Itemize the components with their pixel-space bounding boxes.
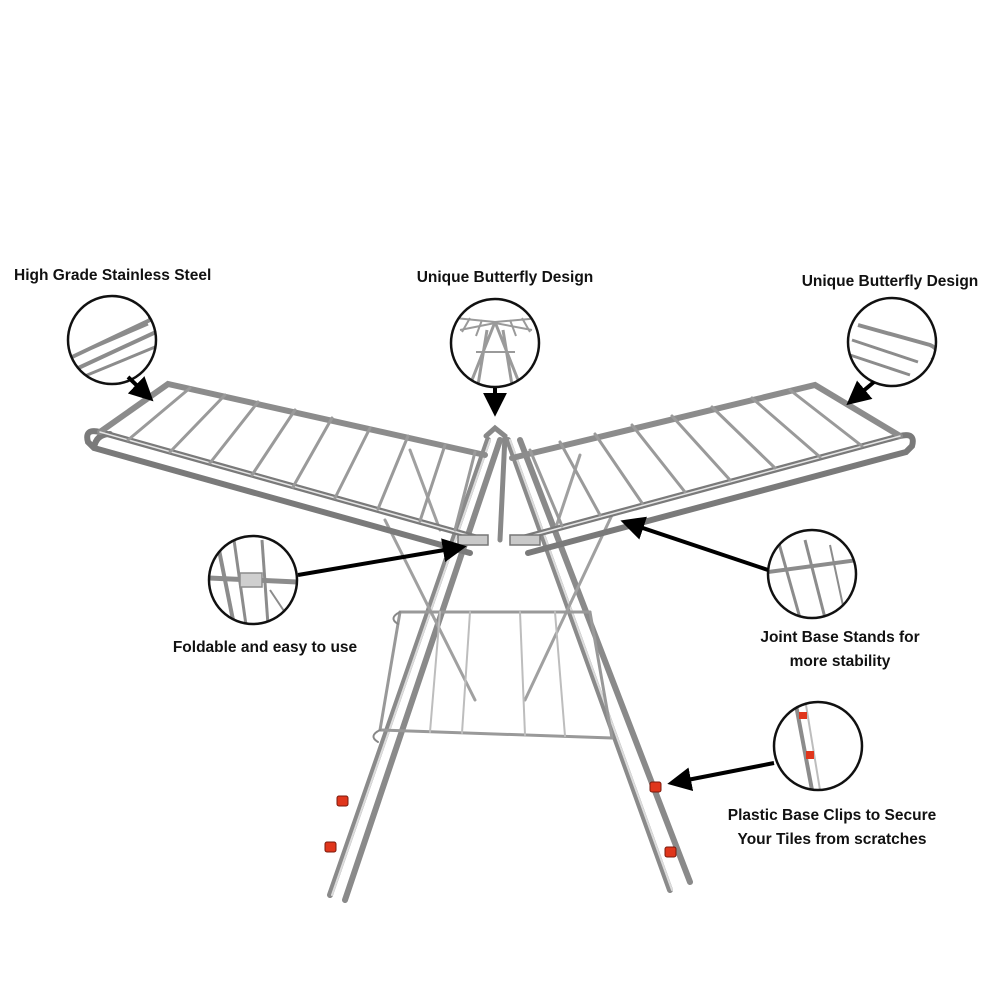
label-high-grade-steel: High Grade Stainless Steel <box>14 267 212 284</box>
label-base-clips-line1: Plastic Base Clips to Secure <box>727 807 937 824</box>
label-base-clips-line2: Your Tiles from scratches <box>737 831 927 848</box>
label-foldable: Foldable and easy to use <box>172 639 358 656</box>
arrow-clips <box>667 761 775 792</box>
base-clip-marks <box>324 781 677 858</box>
label-joint-base: Joint Base Stands for more stability <box>720 626 960 674</box>
arrow-foldable <box>297 538 467 577</box>
rack-frame <box>84 380 916 903</box>
magnifier-steel-rail-icon <box>66 294 158 386</box>
magnifier-butterfly-center-icon <box>449 297 541 389</box>
arrow-steel <box>126 375 154 402</box>
label-base-clips: Plastic Base Clips to Secure Your Tiles … <box>692 804 972 852</box>
label-butterfly-center: Unique Butterfly Design <box>416 269 594 286</box>
label-joint-base-line1: Joint Base Stands for <box>760 629 920 646</box>
magnifier-base-stand-icon <box>766 528 858 620</box>
arrow-joint-base <box>620 516 769 572</box>
magnifier-base-clip-icon <box>772 700 864 792</box>
magnifier-wing-corner-icon <box>846 296 938 388</box>
magnifier-fold-joint-icon <box>207 534 299 626</box>
arrow-butterfly-right <box>846 380 876 406</box>
label-joint-base-line2: more stability <box>789 653 891 670</box>
callout-arrows <box>126 375 876 792</box>
label-butterfly-right: Unique Butterfly Design <box>801 273 979 290</box>
